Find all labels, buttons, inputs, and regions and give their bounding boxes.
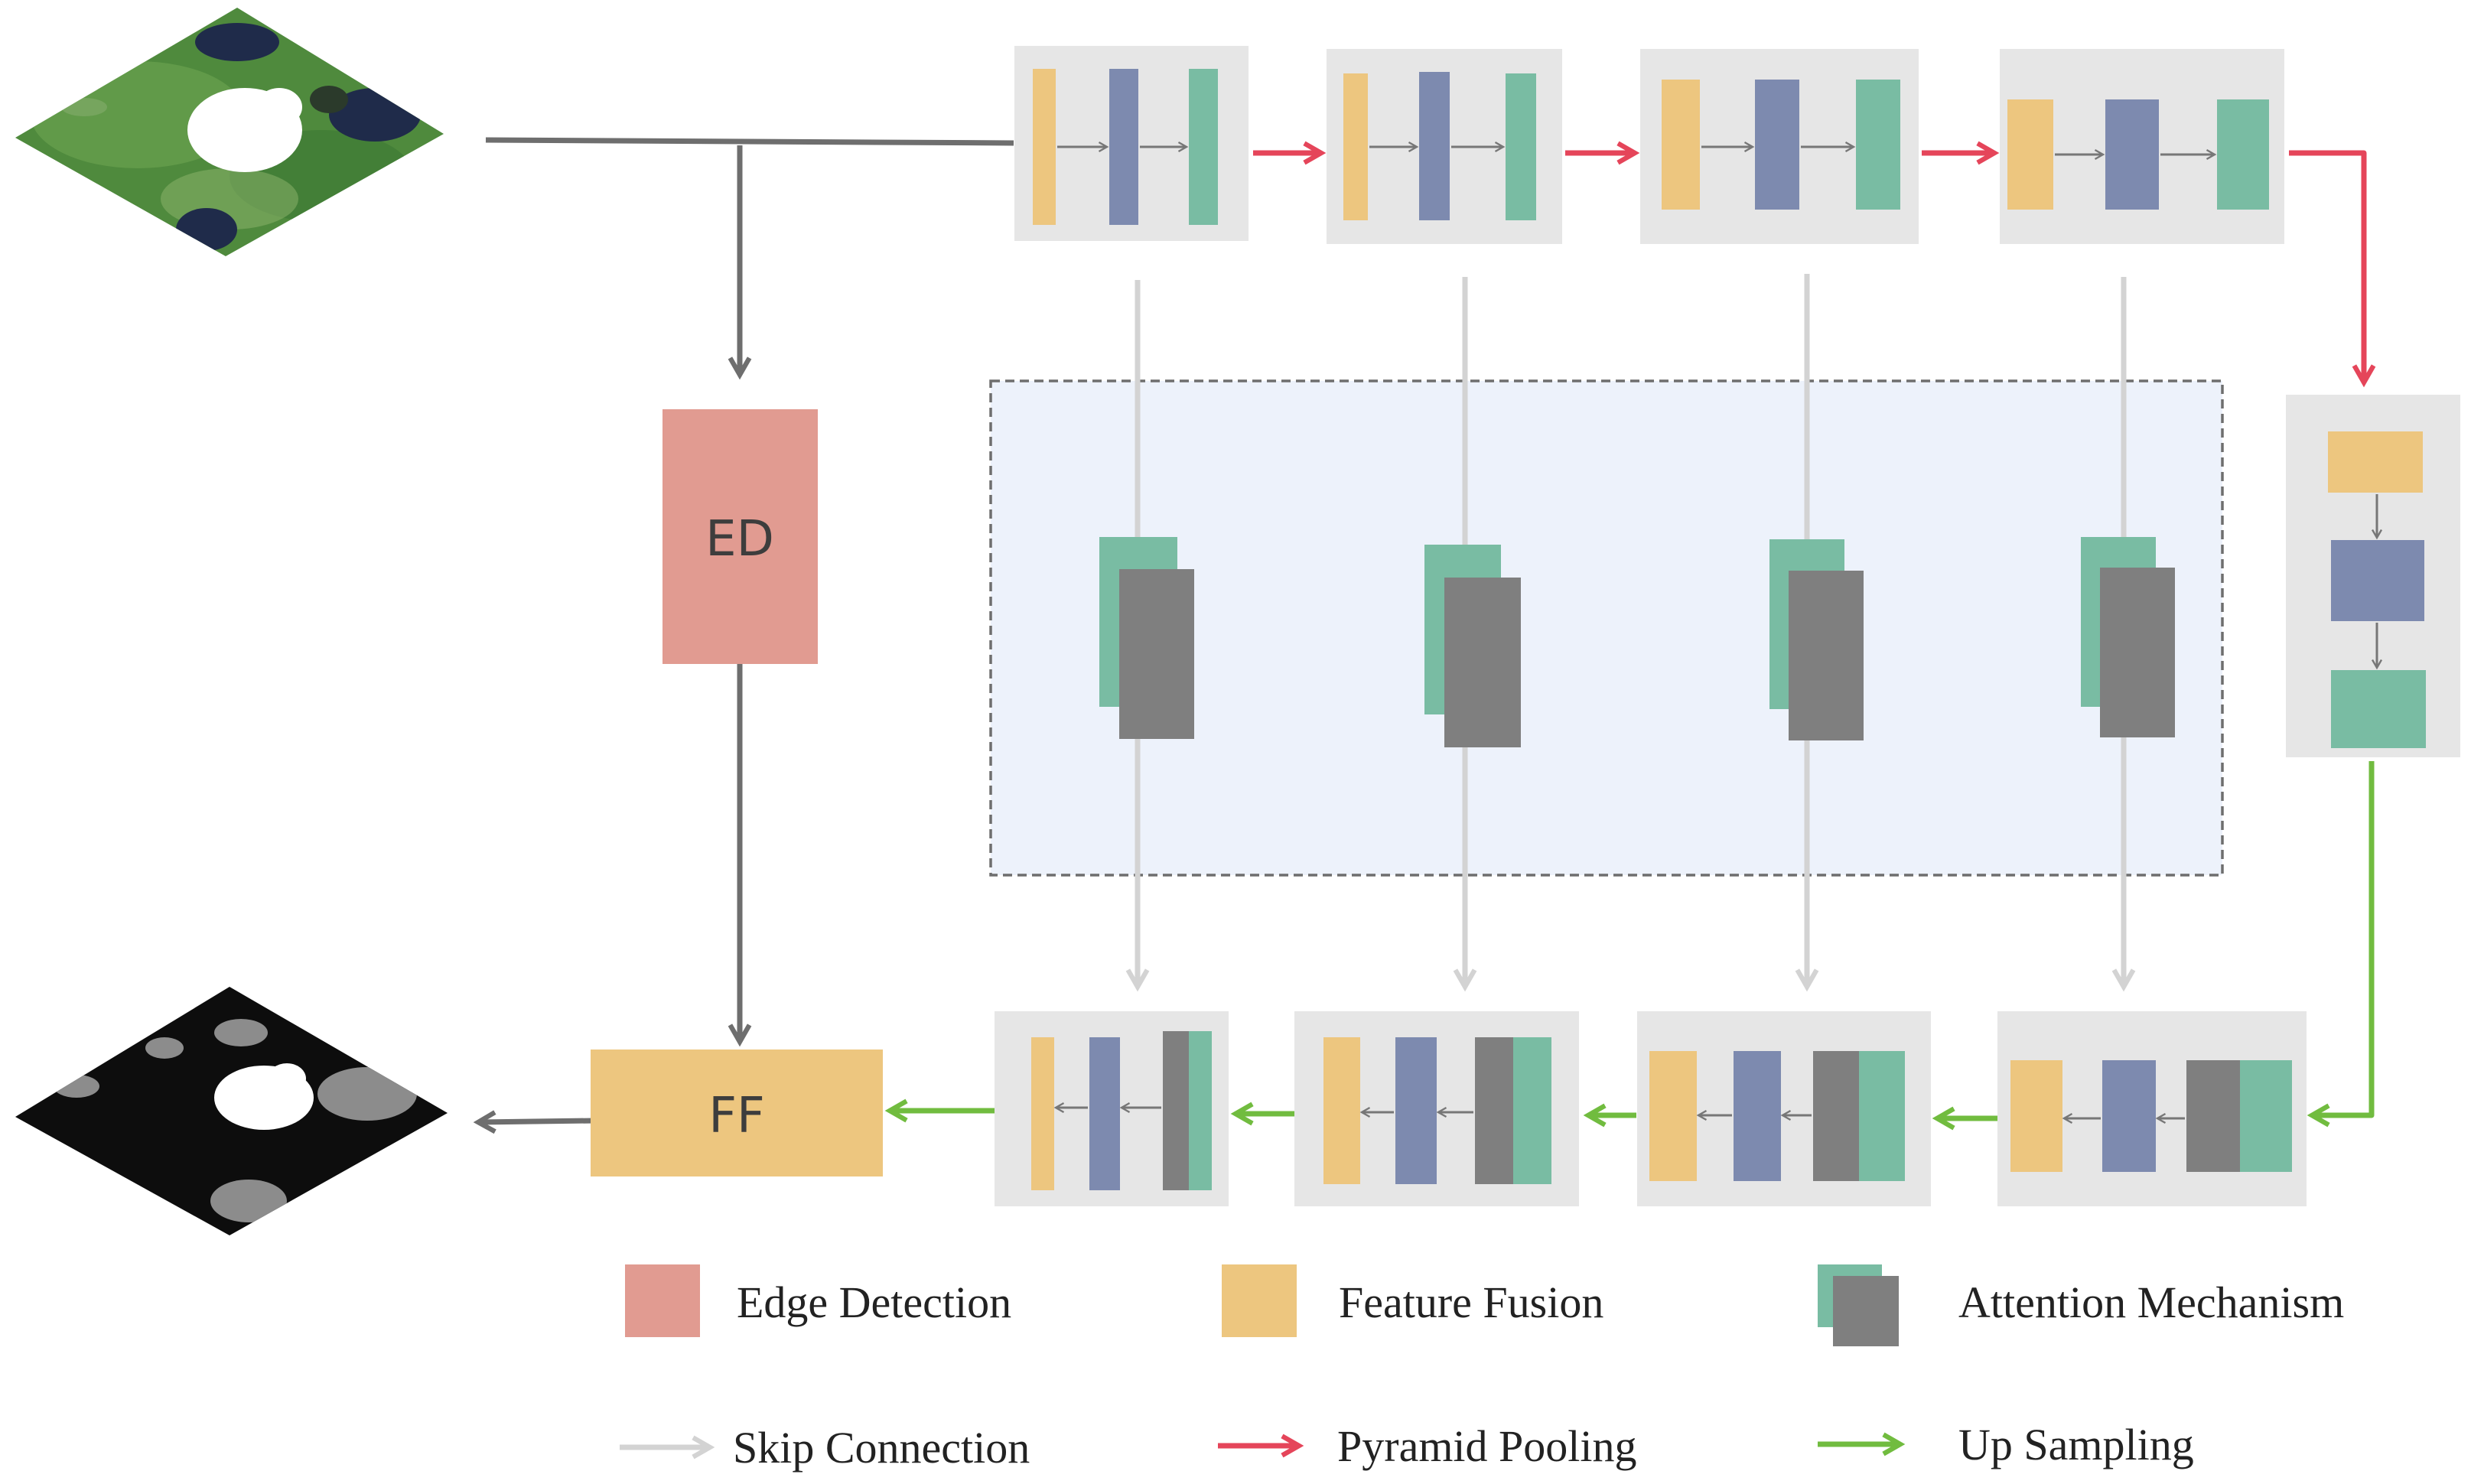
encoder-block-3 (1640, 49, 1919, 244)
segmentation-mask-icon (15, 987, 448, 1235)
ff-to-output-arrow (473, 1110, 595, 1134)
legend-pyramid-pooling-label: Pyramid Pooling (1337, 1421, 1637, 1471)
decoder-block-1 (995, 1011, 1229, 1206)
satellite-image-icon (15, 8, 444, 256)
decoder-block-3 (1637, 1011, 1931, 1206)
pyramid-pooling-block (2286, 395, 2460, 757)
up-sampling-arrows (884, 761, 2375, 1131)
attention-block-1 (1099, 537, 1194, 739)
legend-edge-detection-label: Edge Detection (737, 1277, 1011, 1327)
attention-block-4 (2081, 537, 2175, 737)
encoder-block-2 (1327, 49, 1562, 244)
attention-region (989, 379, 2224, 877)
legend-up-sampling-label: Up Sampling (1958, 1420, 2194, 1469)
legend-attention-mechanism: Attention Mechanism (1818, 1264, 2344, 1346)
legend-feature-fusion-label: Feature Fusion (1339, 1277, 1603, 1327)
legend-edge-detection: Edge Detection (625, 1264, 1011, 1337)
legend-pyramid-pooling: Pyramid Pooling (1218, 1421, 1637, 1471)
legend: Edge Detection Feature Fusion Attention … (620, 1264, 2344, 1473)
main-flow-connectors (473, 137, 1014, 1134)
input-trunk-line (485, 137, 1014, 146)
legend-up-sampling: Up Sampling (1818, 1420, 2194, 1469)
ff-label: FF (708, 1088, 765, 1144)
edge-detection-box: ED (663, 409, 818, 664)
feature-fusion-swatch (1222, 1264, 1297, 1337)
attention-swatch (1818, 1264, 1899, 1346)
ed-label: ED (705, 511, 774, 568)
encoder-block-1 (1014, 46, 1249, 241)
pyramid-pooling-arrows (1253, 141, 2376, 388)
attention-block-3 (1769, 539, 1864, 740)
legend-attention-mechanism-label: Attention Mechanism (1958, 1277, 2344, 1327)
attention-block-2 (1424, 545, 1521, 747)
legend-skip-connection-label: Skip Connection (733, 1423, 1030, 1473)
encoder-block-4 (2000, 49, 2284, 244)
edge-detection-swatch (625, 1264, 700, 1337)
decoder-block-4 (1997, 1011, 2307, 1206)
feature-fusion-box: FF (591, 1050, 883, 1176)
legend-feature-fusion: Feature Fusion (1222, 1264, 1603, 1337)
decoder-block-2 (1294, 1011, 1579, 1206)
legend-skip-connection: Skip Connection (620, 1423, 1030, 1473)
attention-blocks (1099, 537, 2175, 747)
